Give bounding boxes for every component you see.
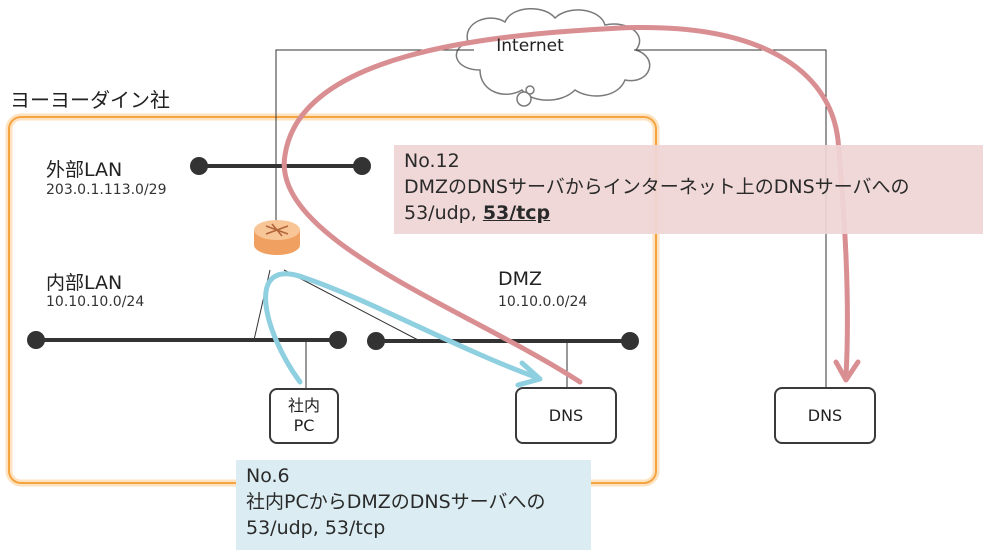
internet-dns-node: DNS <box>774 387 876 444</box>
internal-lan-cidr: 10.10.10.0/24 <box>46 294 145 310</box>
callout-no6-ports: 53/udp, 53/tcp <box>246 517 386 539</box>
internet-label: Internet <box>496 36 564 56</box>
callout-no12-number: No.12 <box>404 150 460 172</box>
external-lan-name: 外部LAN <box>46 159 123 181</box>
callout-no12-ports-plain: 53/udp, <box>404 202 483 224</box>
internet-cloud <box>455 7 651 107</box>
dmz-dns-label: DNS <box>548 405 584 425</box>
callout-no12-text: DMZのDNSサーバからインターネット上のDNSサーバへの <box>404 176 910 198</box>
internal-pc-label: 社内 PC <box>287 396 320 435</box>
internet-dns-label: DNS <box>807 405 843 425</box>
callout-no6: No.6 社内PCからDMZのDNSサーバへの 53/udp, 53/tcp <box>236 460 591 550</box>
internal-pc-node: 社内 PC <box>269 388 339 444</box>
callout-no12-ports-emph: 53/tcp <box>482 202 551 224</box>
segment-bars <box>34 164 632 343</box>
dmz-dns-node: DNS <box>515 387 617 444</box>
segment-endpoints <box>27 157 639 350</box>
router-icon <box>254 220 300 255</box>
callout-no12-ports: 53/udp, 53/tcp <box>404 200 974 226</box>
dmz-name: DMZ <box>498 268 543 290</box>
callout-no6-text: 社内PCからDMZのDNSサーバへの <box>246 491 546 513</box>
external-lan-cidr: 203.0.1.113.0/29 <box>46 182 167 198</box>
internal-lan-name: 内部LAN <box>46 272 123 294</box>
company-label: ヨーヨーダイン社 <box>10 88 170 112</box>
callout-no6-number: No.6 <box>246 465 290 487</box>
callout-no12: No.12 DMZのDNSサーバからインターネット上のDNSサーバへの 53/u… <box>394 145 983 234</box>
blue-flow-arrow <box>263 271 543 388</box>
dmz-cidr: 10.10.0.0/24 <box>498 294 588 310</box>
